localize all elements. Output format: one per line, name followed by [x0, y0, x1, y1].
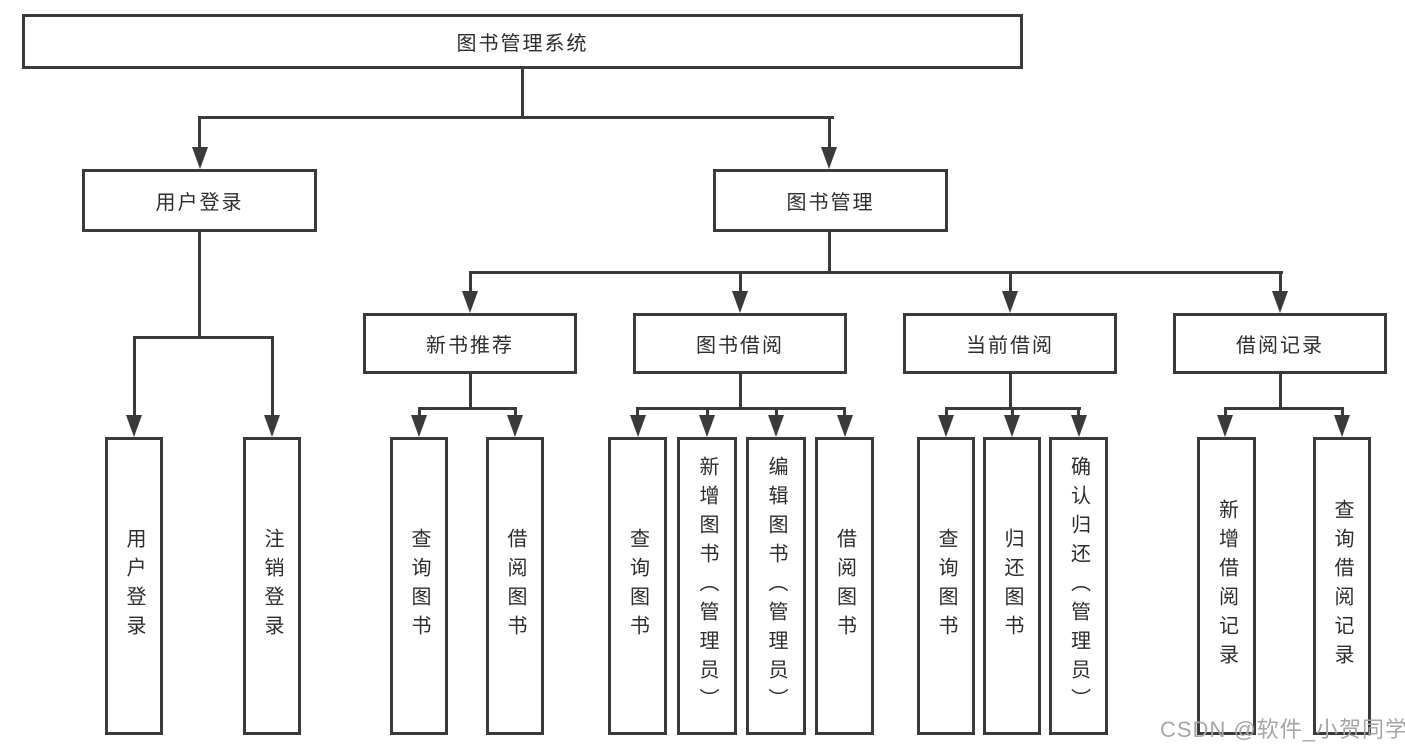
node-label: 新书推荐 — [426, 335, 514, 357]
node-borrowing-records: 借阅记录 — [1173, 313, 1387, 374]
connector-line — [1278, 374, 1282, 407]
connector-line — [738, 374, 742, 407]
arrowhead — [264, 415, 280, 437]
arrowhead — [126, 415, 142, 437]
connector-line — [843, 410, 846, 415]
connector-line — [132, 339, 136, 415]
node-return-books: 归还图书 — [983, 437, 1041, 735]
node-label: 用户登录 — [155, 192, 244, 214]
node-query-books: 查询图书 — [390, 437, 448, 735]
connector-line — [417, 410, 421, 415]
node-borrow-books: 借阅图书 — [486, 437, 544, 735]
arrowhead — [1217, 415, 1233, 437]
arrowhead — [1070, 415, 1087, 437]
node-label: 编辑图书（管理员） — [765, 455, 787, 717]
connector-line — [1010, 410, 1014, 415]
arrowhead — [1002, 291, 1018, 313]
arrowhead — [1334, 415, 1350, 437]
arrowhead — [1004, 415, 1020, 437]
connector-line — [1008, 274, 1012, 291]
arrowhead — [821, 147, 837, 169]
node-add-borrow-record: 新增借阅记录 — [1197, 437, 1256, 735]
node-library-system: 图书管理系统 — [22, 14, 1023, 69]
node-user-login: 用户登录 — [82, 169, 317, 232]
arrowhead — [1272, 291, 1288, 313]
connector-line — [1008, 374, 1012, 407]
node-new-book-recommend: 新书推荐 — [363, 313, 577, 374]
node-query-books: 查询图书 — [608, 437, 667, 735]
connector-line — [636, 410, 639, 415]
node-label: 借阅记录 — [1236, 335, 1324, 357]
node-book-management: 图书管理 — [713, 169, 948, 232]
connector-line — [636, 407, 846, 410]
node-label: 查询图书 — [935, 528, 957, 644]
node-query-borrow-record: 查询借阅记录 — [1313, 437, 1371, 735]
arrowhead — [411, 415, 427, 437]
node-book-borrowing: 图书借阅 — [633, 313, 847, 374]
arrowhead — [507, 415, 523, 437]
node-add-books-admin: 新增图书（管理员） — [677, 437, 737, 735]
connector-line — [1223, 410, 1227, 415]
connector-line — [827, 232, 831, 271]
arrowhead — [629, 415, 646, 437]
node-label: 查询图书 — [626, 528, 649, 644]
node-label: 新增图书（管理员） — [696, 455, 718, 717]
node-borrow-books: 借阅图书 — [815, 437, 874, 735]
connector-line — [132, 336, 274, 339]
node-label: 图书借阅 — [696, 335, 784, 357]
node-label: 图书管理系统 — [456, 33, 589, 55]
connector-line — [944, 410, 948, 415]
node-label: 注销登录 — [261, 528, 283, 644]
arrowhead — [768, 415, 784, 437]
connector-line — [417, 407, 517, 410]
node-label: 当前借阅 — [966, 335, 1054, 357]
watermark-text: CSDN @软件_小贺同学 — [1160, 717, 1405, 742]
node-label: 借阅图书 — [504, 528, 526, 644]
node-label: 查询借阅记录 — [1331, 499, 1353, 673]
node-label: 归还图书 — [1001, 528, 1023, 644]
connector-line — [521, 69, 524, 117]
arrowhead — [462, 291, 478, 313]
node-logout-leaf: 注销登录 — [243, 437, 301, 735]
arrowhead — [191, 147, 208, 169]
node-edit-books-admin: 编辑图书（管理员） — [746, 437, 806, 735]
connector-line — [738, 274, 742, 291]
connector-line — [1278, 274, 1282, 291]
connector-line — [827, 119, 831, 147]
connector-line — [1340, 410, 1344, 415]
node-label: 借阅图书 — [833, 528, 856, 644]
connector-line — [1077, 410, 1080, 415]
node-label: 图书管理 — [786, 192, 875, 214]
connector-line — [198, 119, 201, 147]
connector-line — [513, 410, 517, 415]
connector-line — [270, 339, 274, 415]
node-label: 用户登录 — [123, 528, 145, 644]
node-confirm-return-admin: 确认归还（管理员） — [1049, 437, 1108, 735]
connector-line — [198, 116, 834, 119]
connector-line — [705, 410, 709, 415]
arrowhead — [732, 291, 748, 313]
node-label: 查询图书 — [408, 528, 430, 644]
node-user-login-leaf: 用户登录 — [105, 437, 163, 735]
connector-line — [468, 274, 472, 291]
arrowhead — [836, 415, 853, 437]
node-label: 新增借阅记录 — [1215, 499, 1238, 673]
node-query-books: 查询图书 — [917, 437, 975, 735]
arrowhead — [699, 415, 715, 437]
arrowhead — [938, 415, 954, 437]
connector-line — [1223, 407, 1344, 410]
connector-line — [468, 374, 472, 407]
connector-line — [774, 410, 778, 415]
node-current-borrowing: 当前借阅 — [903, 313, 1117, 374]
connector-line — [198, 232, 201, 336]
node-label: 确认归还（管理员） — [1067, 455, 1090, 717]
connector-line — [468, 271, 1283, 274]
connector-line — [944, 407, 1081, 410]
